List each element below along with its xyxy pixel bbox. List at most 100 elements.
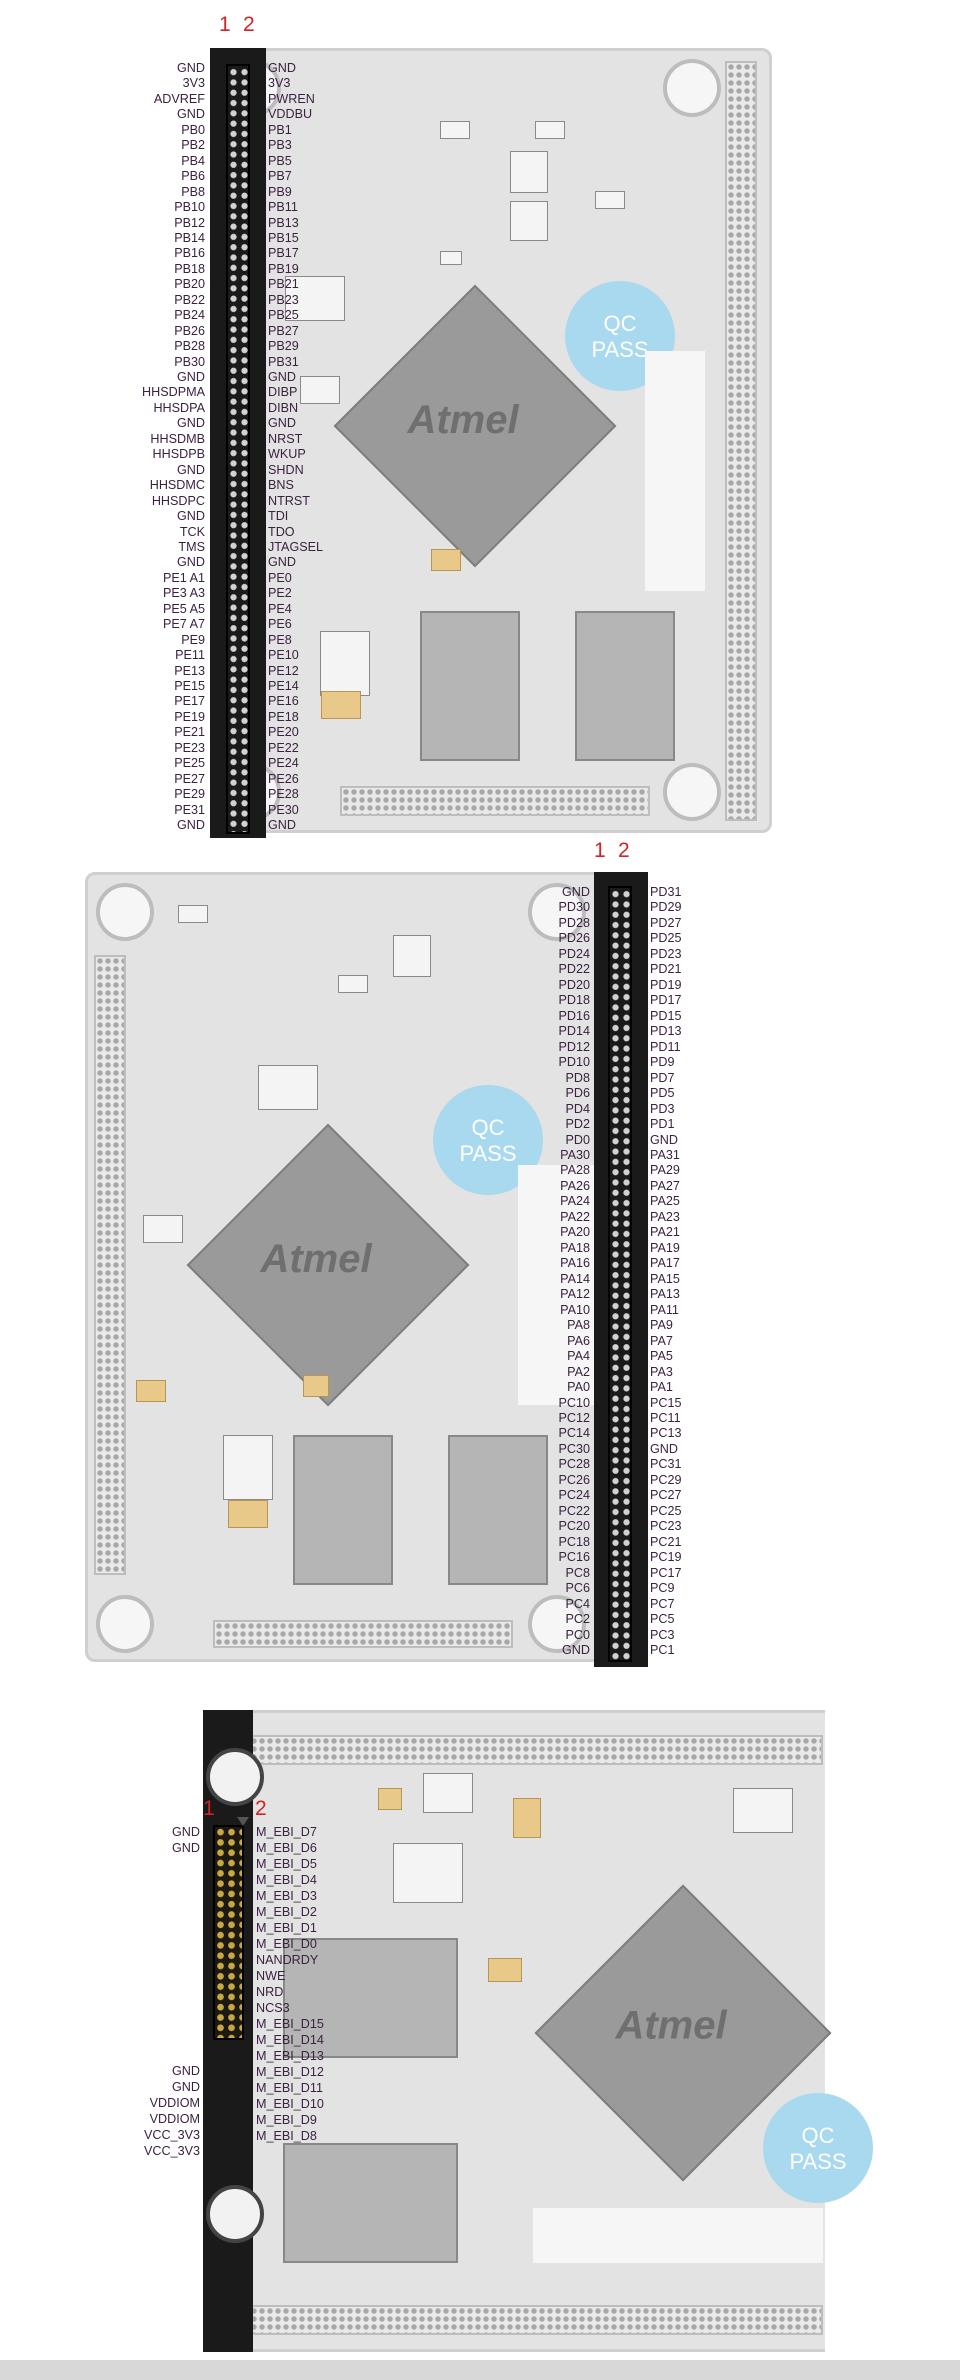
top-pin-strip — [248, 1735, 823, 1765]
pin-label: 3V3 — [182, 76, 205, 91]
board-image: Atmel QC PASS — [212, 48, 772, 833]
pin-label: GND — [172, 2080, 200, 2095]
mount-hole — [96, 1595, 154, 1653]
pin-label: M_EBI_D14 — [256, 2033, 324, 2047]
label-area — [533, 2208, 823, 2263]
pin-label: M_EBI_D2 — [256, 1905, 317, 1919]
pin-label: PA25 — [650, 1194, 680, 1209]
smd-part — [178, 905, 208, 923]
pin-label: GND — [268, 61, 296, 75]
pin-label: 3V3 — [268, 76, 291, 91]
pin-label: PC5 — [650, 1612, 675, 1627]
pin-label: GND — [177, 555, 205, 570]
pin-label: TCK — [179, 524, 205, 539]
pin-label: PD19 — [650, 977, 682, 992]
pin-label: GND — [268, 555, 296, 570]
pin-label: NRD — [256, 1985, 284, 1999]
qc-line2: PASS — [591, 337, 649, 362]
pin-label: PE29 — [174, 787, 205, 802]
pin-label: PB14 — [174, 230, 205, 245]
pin-label: PB9 — [268, 184, 292, 199]
pin-label: PB5 — [268, 153, 292, 168]
pin-label: HHSDMC — [149, 478, 205, 493]
tantalum-cap — [513, 1798, 541, 1838]
pin-label: GND — [562, 1643, 590, 1658]
pin-label: PA18 — [560, 1240, 590, 1255]
smd-part — [440, 251, 462, 265]
pin-label: PD27 — [650, 915, 682, 930]
pin-label: TDO — [268, 524, 295, 539]
pin-label: PA19 — [650, 1240, 680, 1255]
pin-label: PB12 — [174, 215, 205, 230]
pin-label: PD6 — [565, 1086, 591, 1101]
pin-label: PD31 — [650, 885, 682, 899]
pin-label: PD11 — [650, 1039, 681, 1054]
pin-label: M_EBI_D7 — [256, 1825, 317, 1839]
crystal-y1 — [285, 276, 345, 321]
mount-hole — [96, 883, 154, 941]
pin-label: DIBP — [268, 385, 298, 400]
pin-label: PB26 — [174, 323, 205, 338]
pin-label: GND — [172, 2064, 200, 2079]
pin-label: GND — [177, 107, 205, 122]
pin-label: M_EBI_D13 — [256, 2049, 324, 2063]
pin-label: PC6 — [565, 1581, 591, 1596]
pin-label: PD0 — [565, 1132, 591, 1147]
pin-label: PD9 — [650, 1055, 675, 1070]
smd-part — [535, 121, 565, 139]
tantalum-cap — [378, 1788, 402, 1810]
crystal-y2 — [733, 1788, 793, 1833]
pin-label: PC29 — [650, 1472, 682, 1487]
pin-label: PA16 — [560, 1256, 590, 1271]
pin-label: PD29 — [650, 900, 682, 915]
pin-label: PE15 — [174, 679, 205, 693]
pin-label: GND — [177, 416, 205, 431]
pin-label: PA5 — [650, 1349, 673, 1364]
pin-label: PD10 — [558, 1055, 590, 1070]
smd-part — [338, 975, 368, 993]
pin-label: PE11 — [175, 648, 205, 663]
memory-chip-mn9 — [283, 2143, 458, 2263]
pin-label: PC4 — [565, 1596, 591, 1611]
pin-label: PC3 — [650, 1627, 675, 1642]
tantalum-cap — [321, 691, 361, 719]
pin-label: M_EBI_D3 — [256, 1889, 317, 1903]
pin-label: PA27 — [650, 1178, 680, 1193]
chip-brand: Atmel — [615, 2003, 727, 2048]
regulator-u1 — [423, 1773, 473, 1813]
pin-label: PB16 — [174, 246, 205, 261]
tantalum-cap — [303, 1375, 329, 1397]
pin-label: PA24 — [560, 1194, 590, 1209]
crystal-y1 — [258, 1065, 318, 1110]
pin-label: GND — [268, 370, 296, 384]
pin-label: WKUP — [268, 447, 306, 462]
pin-label: PB4 — [181, 153, 205, 168]
mount-hole — [663, 763, 721, 821]
pin-label: M_EBI_D0 — [256, 1937, 317, 1951]
pin-label: PB10 — [174, 200, 205, 215]
pin-label: HHSDMB — [150, 431, 205, 446]
pin-label: PB23 — [268, 292, 299, 307]
pin-label: PD14 — [558, 1024, 590, 1039]
pin-label: PD8 — [565, 1070, 591, 1085]
pin-label: PC23 — [650, 1519, 682, 1534]
qc-pass-sticker: QC PASS — [763, 2093, 873, 2203]
board-image: Atmel QC PASS — [85, 872, 645, 1662]
pin-label: PC20 — [558, 1519, 590, 1534]
bottom-pin-strip — [213, 1620, 513, 1648]
memory-chip-mn8 — [293, 1435, 393, 1585]
pin-label: PC0 — [565, 1627, 591, 1642]
pin-label: PA10 — [560, 1302, 590, 1317]
side-pin-strip — [725, 61, 757, 821]
pin-label: PB2 — [181, 138, 205, 153]
pin-label: M_EBI_D10 — [256, 2097, 324, 2111]
pin-label: HHSDPC — [151, 493, 205, 508]
pin-label: PB0 — [181, 122, 205, 137]
pin-label: HHSDPB — [152, 447, 205, 462]
pin-label: PD26 — [558, 931, 590, 946]
pin-label: PB20 — [174, 277, 205, 292]
pin-label: PD21 — [650, 962, 682, 977]
pin-label: PC28 — [558, 1457, 590, 1472]
pin-label: PE14 — [268, 679, 299, 693]
